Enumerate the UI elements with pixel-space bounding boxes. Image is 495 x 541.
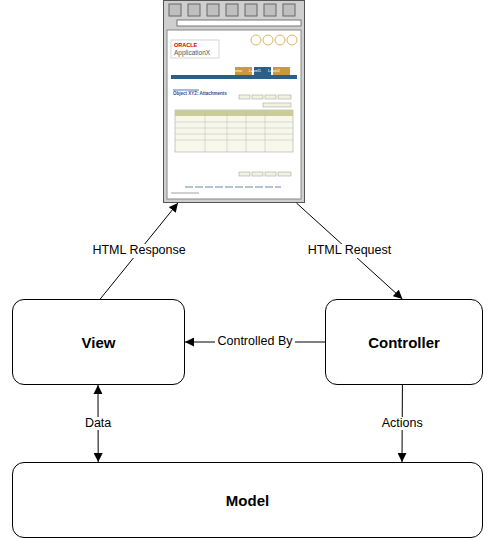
tab-label: Home	[232, 69, 243, 73]
toolbar-button	[264, 4, 276, 16]
table-rule	[175, 122, 293, 123]
box-title: Model	[226, 492, 269, 509]
page-button	[278, 172, 291, 176]
data-table	[175, 110, 293, 152]
copyright-line	[171, 193, 199, 194]
toolbar-button	[245, 4, 257, 16]
page-button	[263, 103, 291, 107]
table-rule	[175, 140, 293, 141]
global-icon	[263, 35, 273, 45]
edge-label: Data	[83, 417, 113, 431]
tab-label: Level1	[249, 69, 261, 73]
footer-links	[185, 187, 281, 188]
global-icon	[275, 35, 285, 45]
table-rule	[205, 110, 206, 152]
breadcrumb	[173, 90, 199, 91]
nav-bar	[171, 75, 297, 79]
toolbar-button	[283, 4, 295, 16]
toolbar-button	[226, 4, 238, 16]
arrow-connector	[296, 203, 402, 299]
global-icon	[287, 35, 297, 45]
table-rule	[227, 110, 228, 152]
address-bar	[177, 20, 301, 26]
table-rule	[175, 128, 293, 129]
toolbar-button	[169, 4, 181, 16]
controller-box: Controller	[325, 299, 483, 385]
edge-label: HTML Response	[90, 244, 187, 258]
table-header	[175, 110, 293, 116]
toolbar-button	[188, 4, 200, 16]
page-button	[239, 95, 250, 99]
edge-label: Actions	[380, 417, 425, 431]
browser-window: ORACLEApplicationX Object XYZ: Attachment…	[163, 0, 305, 203]
global-icon	[251, 35, 261, 45]
brand-logo: ORACLE	[174, 43, 197, 49]
logo-box	[171, 40, 219, 58]
table-rule	[265, 110, 266, 152]
page-button	[252, 95, 263, 99]
browser-frame	[164, 1, 305, 203]
page-button	[265, 95, 276, 99]
table-rule	[175, 134, 293, 135]
app-name: ApplicationX	[174, 50, 210, 57]
page-heading: Object XYZ: Attachments	[173, 92, 227, 97]
page-area	[167, 30, 301, 199]
table-rule	[246, 110, 247, 152]
tab-label: Level2	[268, 69, 280, 73]
edge-label: Controlled By	[215, 335, 294, 349]
box-title: View	[82, 334, 116, 351]
edge-label: HTML Request	[306, 244, 394, 258]
toolbar-button	[207, 4, 219, 16]
page-button	[265, 172, 276, 176]
page-button	[252, 172, 263, 176]
model-box: Model	[12, 462, 483, 538]
box-title: Controller	[368, 334, 440, 351]
page-button	[239, 172, 250, 176]
view-box: View	[12, 299, 185, 385]
page-button	[278, 95, 291, 99]
